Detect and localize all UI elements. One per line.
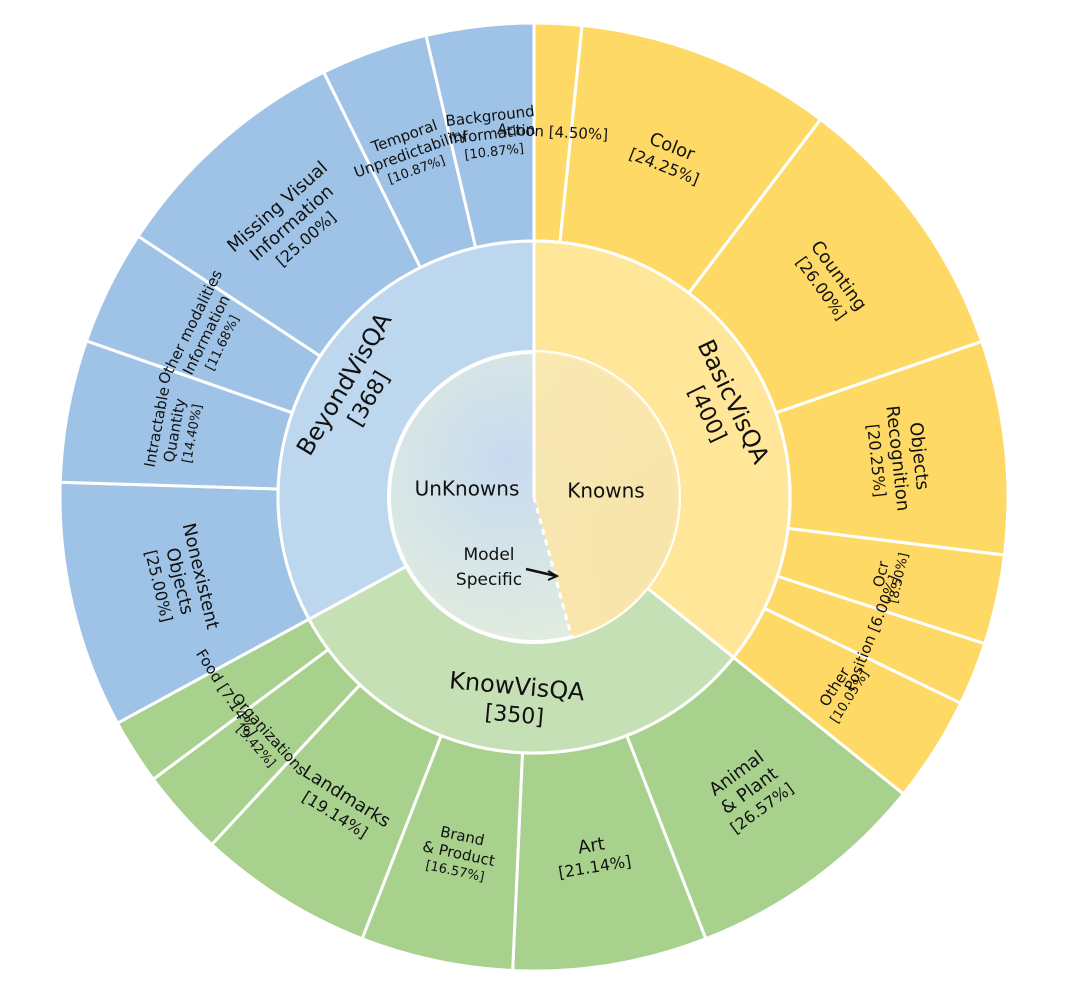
center-label-specific: Specific — [456, 570, 522, 590]
segment-label-background-value: [10.87%] — [464, 141, 525, 163]
middle-ring — [276, 239, 792, 755]
center-label-unknowns: UnKnowns — [415, 477, 520, 501]
segment-label-action: Action [4.50%] — [497, 120, 609, 144]
knowns-region — [534, 352, 680, 638]
segment-label-action-text: Action [4.50%] — [497, 120, 609, 144]
segment-label-ocr-text: Ocr — [869, 559, 892, 589]
center-label-model: Model — [463, 545, 514, 565]
outer-ring — [58, 21, 1010, 973]
center-label-knowns: Knowns — [567, 479, 644, 503]
inner-circle — [387, 350, 681, 644]
arrow-icon — [525, 567, 557, 578]
segment-label-art-text: Art — [576, 833, 606, 858]
arrowhead-icon — [547, 570, 560, 581]
group-label-knowvisqa-value: [350] — [484, 700, 545, 730]
dashed-divider — [532, 496, 573, 638]
